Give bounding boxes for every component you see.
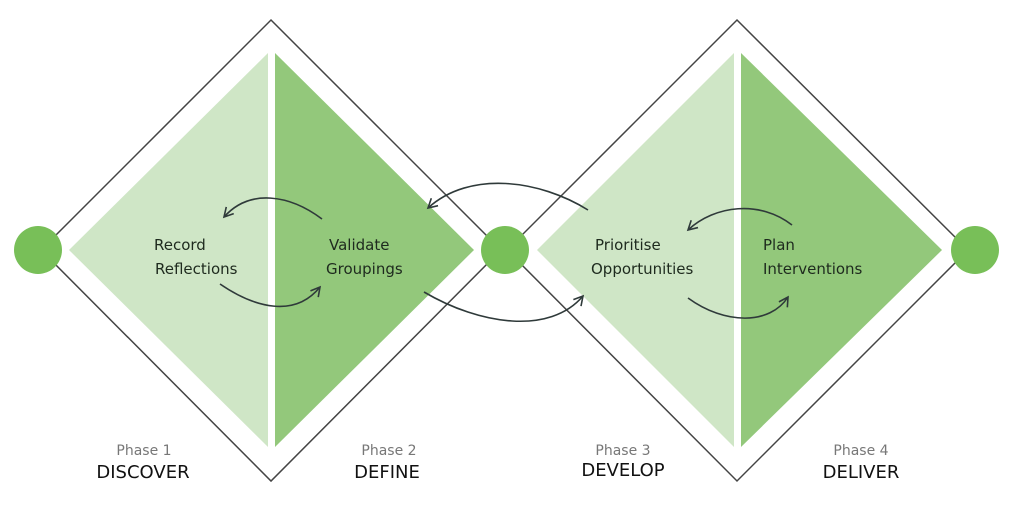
activity-record-reflections-line1: Record xyxy=(154,236,206,254)
activity-validate-groupings-line1: Validate xyxy=(329,236,389,254)
diamond-1-outline xyxy=(39,18,503,483)
activity-plan-line1: Plan xyxy=(763,236,795,254)
define-region xyxy=(275,53,474,447)
arrow-validate-to-record xyxy=(222,197,323,220)
diamond-2-outline xyxy=(505,18,970,483)
arrow-record-to-validate xyxy=(219,283,322,308)
activity-prioritise-line1: Prioritise xyxy=(595,236,661,254)
activity-prioritise-line2: Opportunities xyxy=(591,260,694,278)
start-node xyxy=(14,226,62,274)
phase-1-name: DISCOVER xyxy=(96,462,189,483)
arrow-prioritise-to-plan xyxy=(687,295,789,319)
phase-4-name: DELIVER xyxy=(823,462,900,483)
phase-2-name: DEFINE xyxy=(354,462,420,483)
activity-validate-groupings-line2: Groupings xyxy=(326,260,403,278)
phase-4-label: Phase 4 xyxy=(833,443,888,459)
activity-record-reflections-line2: Reflections xyxy=(155,260,238,278)
discover-region xyxy=(69,53,268,447)
end-node xyxy=(951,226,999,274)
arrow-plan-to-prioritise xyxy=(686,207,793,232)
phase-1-label: Phase 1 xyxy=(116,443,171,459)
deliver-region xyxy=(741,53,942,447)
arrow-develop-to-define xyxy=(426,182,589,211)
arrow-define-to-develop xyxy=(423,291,585,322)
phase-3-label: Phase 3 xyxy=(595,443,650,459)
activity-plan-line2: Interventions xyxy=(763,260,863,278)
phase-2-label: Phase 2 xyxy=(361,443,416,459)
middle-node xyxy=(481,226,529,274)
phase-3-name: DEVELOP xyxy=(581,460,664,481)
develop-region xyxy=(537,53,734,447)
